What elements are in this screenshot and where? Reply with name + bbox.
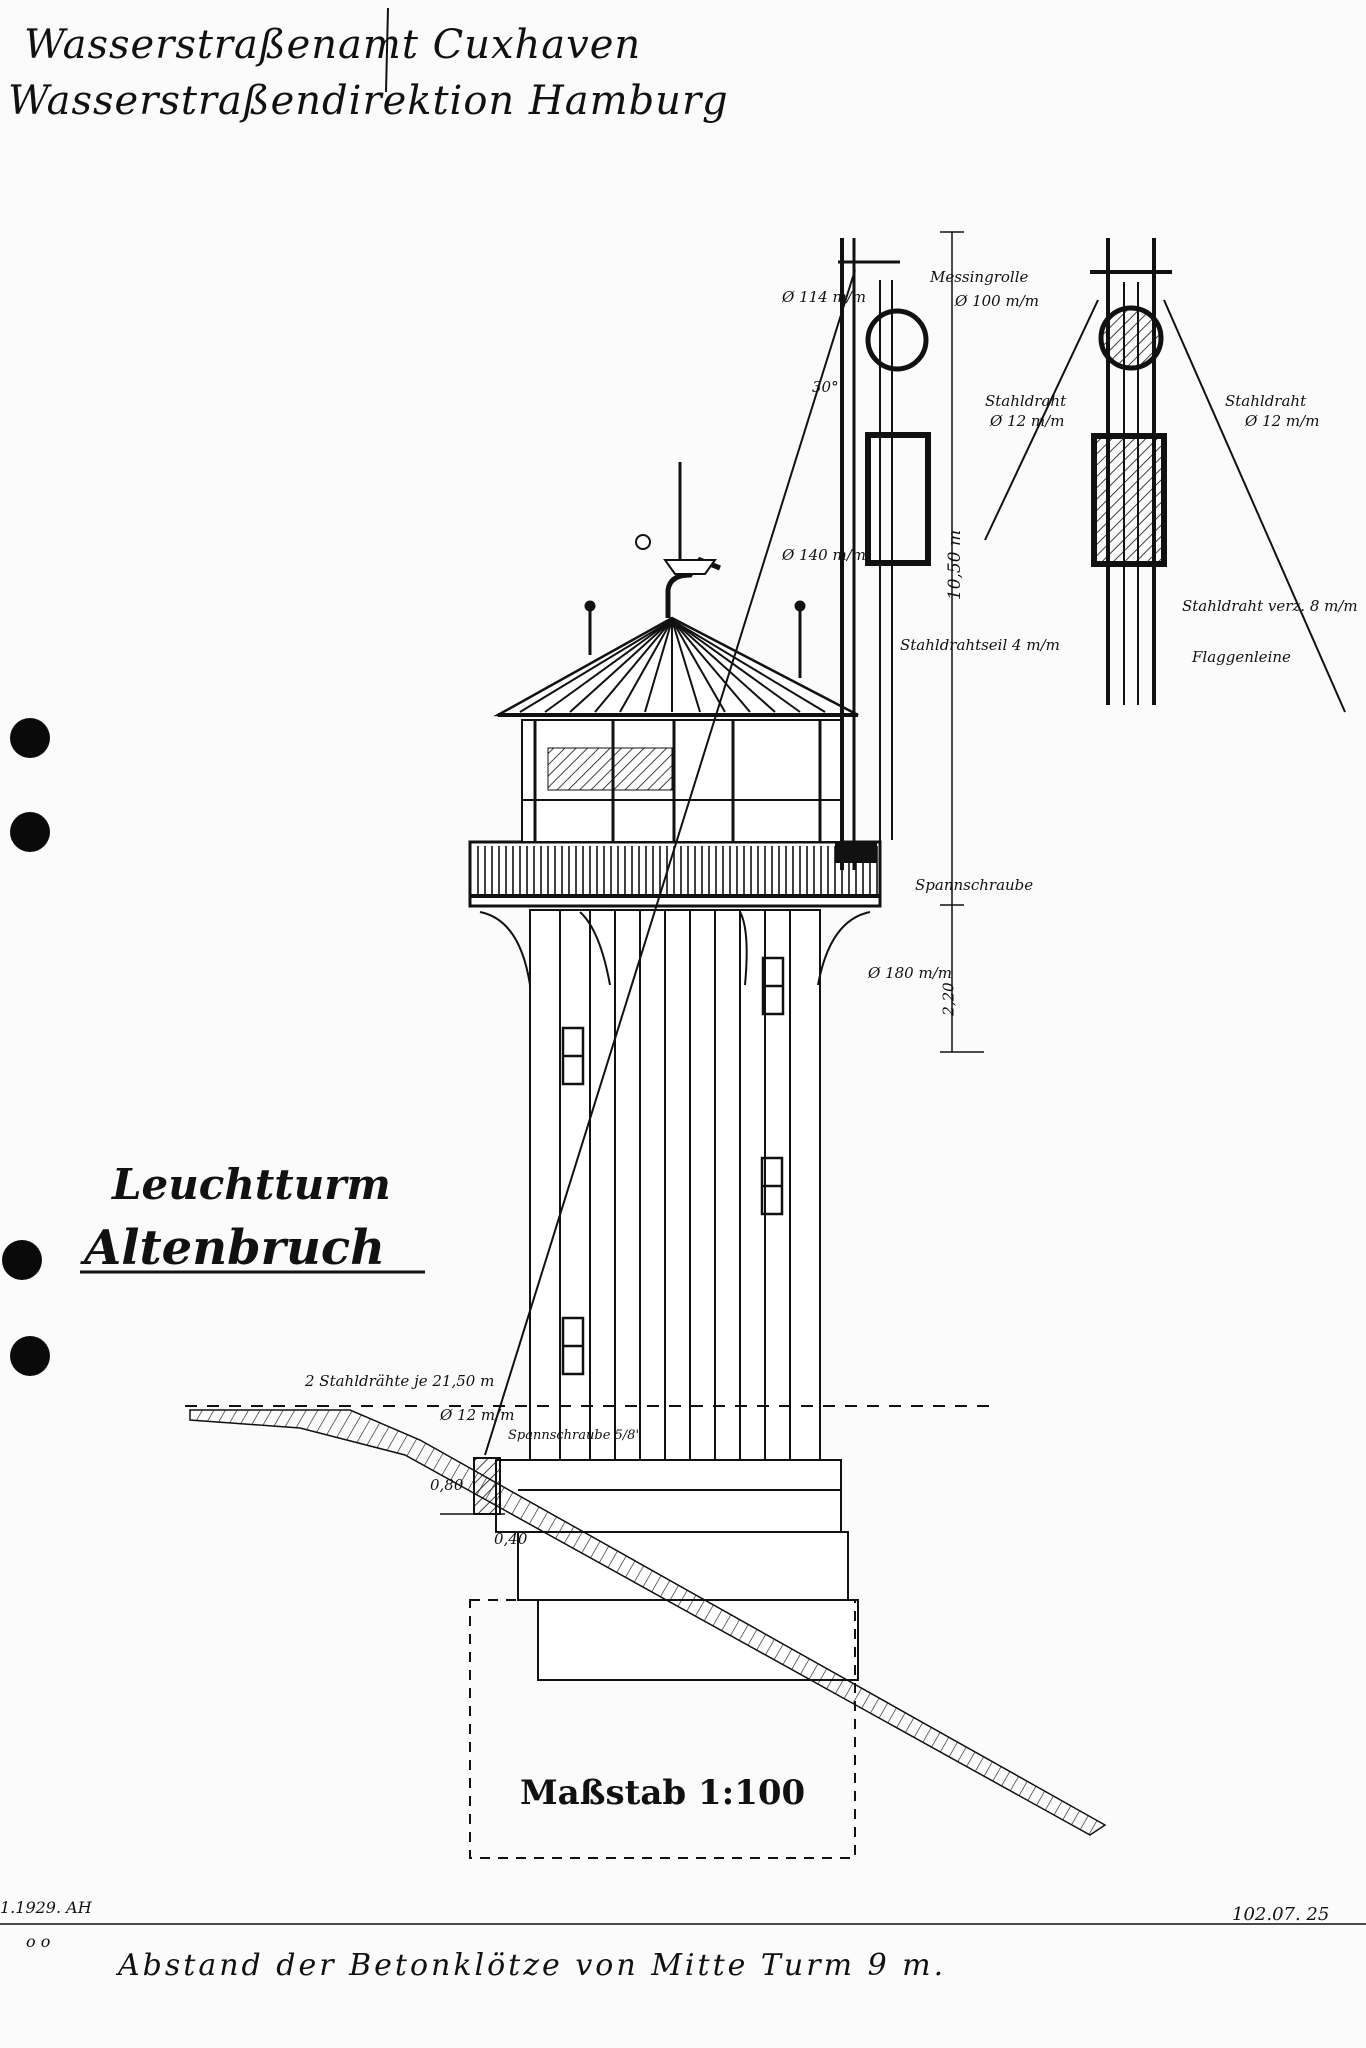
label-stahldraht-left-dia: Ø 12 m/m	[990, 412, 1065, 430]
gallery-brackets	[479, 911, 871, 986]
tower-windows	[561, 956, 785, 1376]
punch-hole	[2, 1240, 42, 1280]
label-messingrolle: Messingrolle	[930, 268, 1029, 286]
label-dia-180: Ø 180 m/m	[868, 964, 952, 982]
label-stahldraht-right-dia: Ø 12 m/m	[1245, 412, 1320, 430]
foundation-outline	[469, 1599, 856, 1859]
sheet-code-left: 1.1929. AH	[0, 1898, 92, 1917]
label-dim-040: 0,40	[494, 1530, 528, 1548]
sheet-mark: o o	[26, 1932, 51, 1951]
drawing-title-line2: Altenbruch	[84, 1220, 385, 1276]
header-directorate: Wasserstraßendirektion Hamburg	[8, 78, 729, 124]
gallery-railing	[468, 840, 882, 908]
tower-base	[495, 1459, 859, 1681]
punch-hole	[10, 1336, 50, 1376]
dimension-lines	[940, 231, 984, 1053]
label-height-1050: 10,50 m	[945, 529, 966, 601]
label-stahldraht-left: Stahldraht	[985, 392, 1067, 410]
label-dia-114: Ø 114 m/m	[782, 288, 866, 306]
label-two-wires: 2 Stahldrähte je 21,50 m	[305, 1372, 495, 1390]
ground-slope	[189, 1409, 1107, 1836]
label-angle-30: 30°	[812, 378, 839, 396]
roof-vent	[635, 462, 721, 618]
label-dim-080: 0,80	[430, 1476, 464, 1494]
flag-mast	[484, 238, 931, 1456]
header-office: Wasserstraßenamt Cuxhaven	[24, 22, 642, 68]
anchor-block	[473, 1457, 501, 1515]
punch-hole	[10, 718, 50, 758]
label-stahldrahtseil: Stahldrahtseil 4 m/m	[900, 636, 1060, 654]
lantern-roof	[493, 616, 859, 717]
footer-note: Abstand der Betonklötze von Mitte Turm 9…	[118, 1948, 947, 1983]
drawing-title-line1: Leuchtturm	[112, 1160, 391, 1209]
label-flaggenleine: Flaggenleine	[1192, 648, 1291, 666]
label-dia-12: Ø 12 m/m	[440, 1406, 515, 1424]
header-divider	[385, 7, 389, 93]
label-dia-140: Ø 140 m/m	[782, 546, 866, 564]
label-stahldraht-verz: Stahldraht verz. 8 m/m	[1182, 597, 1358, 615]
punch-hole	[10, 812, 50, 852]
label-messingrolle-dia: Ø 100 m/m	[955, 292, 1039, 310]
roof-finials	[584, 600, 806, 678]
label-height-220: 2,20	[939, 982, 958, 1016]
sheet-code-right: 102.07. 25	[1232, 1904, 1330, 1925]
label-stahldraht-right: Stahldraht	[1225, 392, 1307, 410]
label-spannschraube-small: Spannschraube 5/8"	[508, 1428, 642, 1443]
scale-label: Maßstab 1:100	[520, 1773, 806, 1813]
mast-detail	[984, 238, 1346, 713]
label-spannschraube: Spannschraube	[915, 876, 1034, 894]
